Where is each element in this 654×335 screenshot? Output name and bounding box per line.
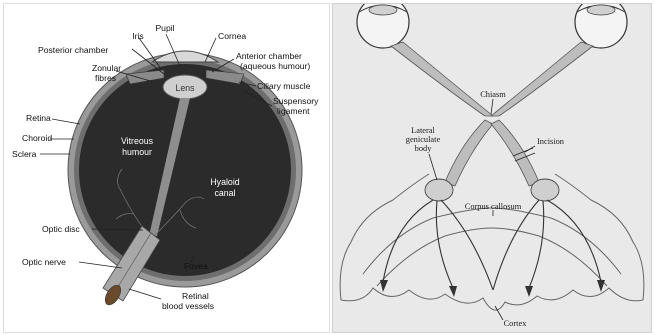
visual-pathway-panel: Chiasm Lateral geniculate body Incision … [332,3,652,333]
label-fovea: Fovea [184,261,208,271]
label-vitreous: Vitreous [121,136,154,146]
label-incision: Incision [537,137,565,146]
visual-pathway-diagram: Chiasm Lateral geniculate body Incision … [333,4,651,332]
label-geniculate: geniculate [406,135,441,144]
right-eye [575,4,627,48]
label-suspensory: Suspensory [273,96,319,106]
eye-anatomy-panel: Pupil Iris Cornea Posterior chamber Ante… [3,3,330,333]
right-lgn [531,179,559,201]
label-iris: Iris [132,31,143,41]
cornea-shape [152,51,218,62]
label-hyaloid: Hyaloid [210,177,239,187]
label-pupil: Pupil [155,23,174,33]
label-choroid: Choroid [22,133,52,143]
label-corpus-callosum: Corpus callosum [465,202,522,211]
right-optic-tract [491,120,539,186]
eye-anatomy-diagram: Pupil Iris Cornea Posterior chamber Ante… [4,4,329,332]
left-lgn [425,179,453,201]
label-zonular-sub: fibres [95,73,116,83]
label-optic-nerve: Optic nerve [22,257,66,267]
label-body: body [415,144,433,153]
label-hyaloid-sub: canal [214,188,235,198]
left-optic-nerve [391,42,493,116]
label-cortex: Cortex [504,319,528,328]
right-optic-nerve [491,42,593,116]
label-retinal-sub: blood vessels [162,301,214,311]
label-retinal: Retinal [182,291,209,301]
label-cornea: Cornea [218,31,246,41]
label-chiasm: Chiasm [480,90,506,99]
left-eye [357,4,409,48]
label-optic-disc: Optic disc [42,224,80,234]
left-optic-tract [445,120,493,186]
label-anterior-chamber: Anterior chamber [236,51,302,61]
label-vitreous-sub: humour [122,147,152,157]
label-posterior-chamber: Posterior chamber [38,45,108,55]
optic-radiations [383,200,601,290]
label-lens: Lens [175,83,195,93]
label-zonular: Zonular [92,63,121,73]
label-anterior-chamber-sub: (aqueous humour) [240,61,310,71]
label-sclera: Sclera [12,149,37,159]
label-suspensory-sub: ligament [277,106,310,116]
label-lateral: Lateral [411,126,435,135]
label-ciliary-muscle: Ciliary muscle [257,81,311,91]
cortex-folds [340,174,644,310]
label-retina: Retina [26,113,51,123]
